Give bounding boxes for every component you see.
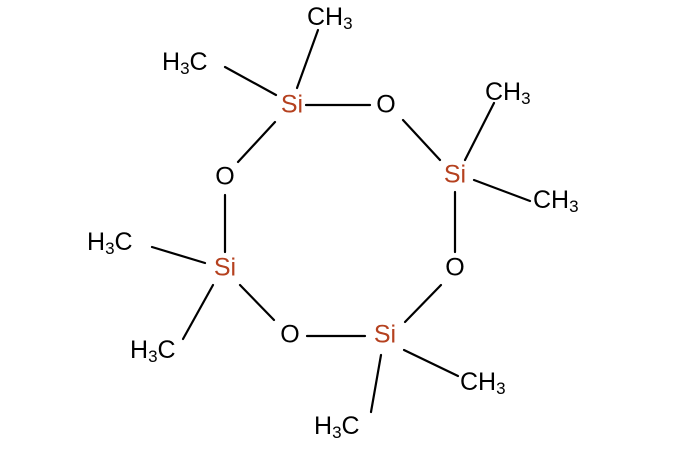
- methyl-si-right-up: CH3: [485, 78, 531, 109]
- methyl-si-left-down: H3C: [130, 336, 176, 367]
- bond-o-top-right-to-si-right: [401, 118, 442, 162]
- atom-si-right: Si: [444, 161, 466, 189]
- bond-si-bottom-methyl-right: [402, 348, 460, 378]
- methyl-si-left-left: H3C: [87, 228, 133, 259]
- bond-si-right-methyl-up: [463, 101, 496, 162]
- bond-o-right-bottom-to-si-bottom: [403, 283, 443, 324]
- atom-si-bottom: Si: [374, 321, 396, 349]
- methyl-si-right-down: CH3: [533, 186, 579, 217]
- bond-si-top-methyl-up: [295, 28, 320, 90]
- methyl-si-top-left: H3C: [162, 48, 208, 79]
- methyl-si-bottom-down: H3C: [314, 412, 360, 443]
- methyl-si-top-up: CH3: [307, 3, 353, 34]
- bond-o-bottom-left-to-si-left: [238, 283, 276, 322]
- methyl-bonds: [150, 28, 532, 414]
- atom-o-bottom-left: O: [280, 321, 299, 349]
- bond-si-right-methyl-down: [472, 178, 532, 203]
- bond-si-top-methyl-left: [223, 65, 278, 97]
- bond-si-left-methyl-left: [150, 245, 207, 265]
- bond-si-bottom-methyl-down: [369, 353, 383, 414]
- atom-si-top: Si: [281, 91, 303, 119]
- bond-o-left-top-to-si-top: [236, 120, 277, 164]
- atom-o-top-right: O: [376, 91, 395, 119]
- methyl-si-bottom-right: CH3: [460, 368, 506, 399]
- atom-o-left-top: O: [215, 163, 234, 191]
- ring-atoms: Si O Si O Si O Si O: [214, 91, 466, 349]
- bond-si-left-methyl-down: [181, 283, 215, 341]
- methyl-labels: CH3 H3C CH3 CH3 CH3 H3C H3C H3C: [87, 3, 579, 443]
- atom-si-left: Si: [214, 254, 236, 282]
- ring-bonds: [223, 103, 457, 338]
- atom-o-right-bottom: O: [445, 254, 464, 282]
